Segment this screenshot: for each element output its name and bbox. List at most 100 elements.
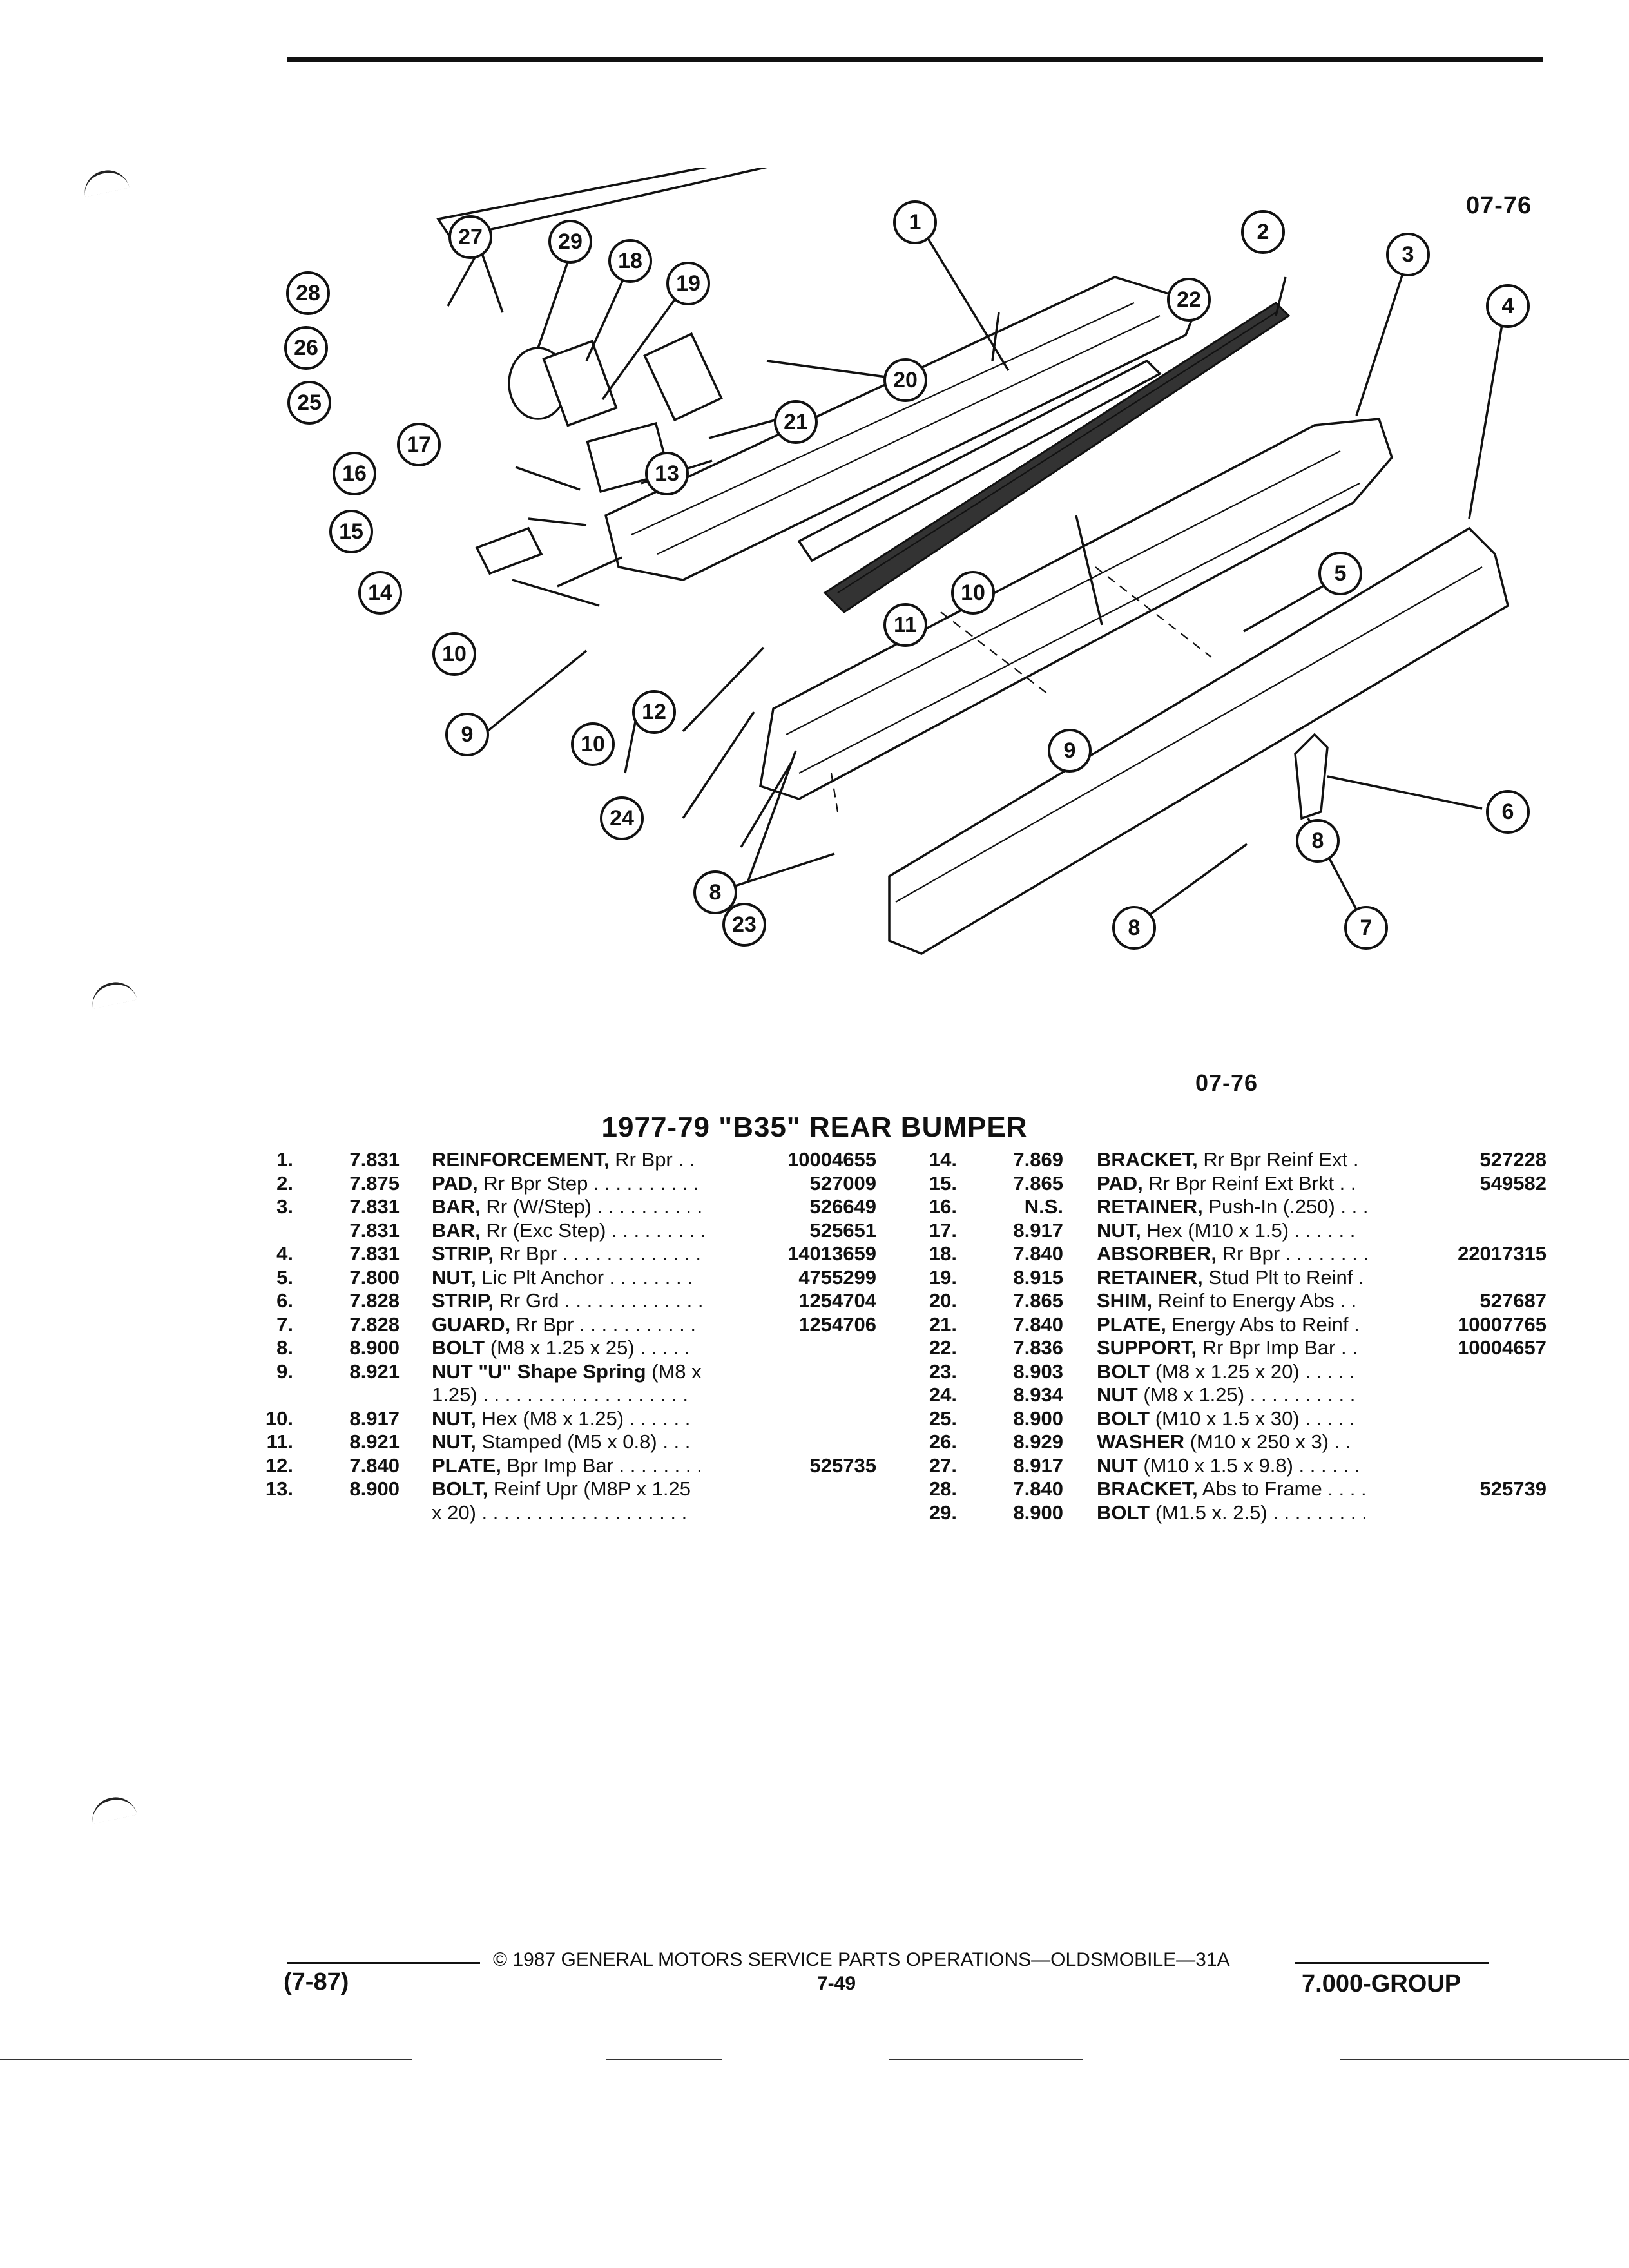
callout: 8	[693, 870, 737, 914]
page-title: 1977-79 "B35" REAR BUMPER	[601, 1111, 1028, 1143]
part-description: BOLT, Reinf Upr (M8P x 1.25	[432, 1477, 691, 1501]
svg-text:17: 17	[407, 432, 431, 457]
svg-text:18: 18	[618, 249, 642, 273]
part-name: BRACKET,	[1097, 1148, 1198, 1171]
group-number: 7.840	[1013, 1477, 1063, 1500]
part-index: 2.	[276, 1171, 293, 1195]
part-name: PAD,	[432, 1171, 478, 1195]
svg-text:26: 26	[294, 336, 318, 360]
part-index: 23.	[929, 1360, 957, 1383]
svg-text:23: 23	[732, 912, 757, 937]
group-number: 7.831	[349, 1242, 400, 1265]
part-desc-text: Rr Bpr Reinf Ext .	[1197, 1148, 1359, 1171]
group-number: 8.900	[349, 1336, 400, 1359]
part-index: 13.	[265, 1477, 293, 1500]
callout: 25	[287, 381, 331, 425]
callout: 8	[1296, 819, 1340, 863]
group-number: 7.800	[349, 1265, 400, 1289]
part-desc-text: Abs to Frame . . . .	[1197, 1477, 1367, 1500]
part-number: 14013659	[787, 1242, 876, 1265]
part-index: 8.	[276, 1336, 293, 1359]
group-number: 8.921	[349, 1360, 400, 1383]
svg-text:10: 10	[581, 732, 605, 756]
margin-mark	[81, 166, 130, 197]
part-description: BAR, Rr (Exc Step) . . . . . . . . .	[432, 1219, 706, 1243]
part-index: 21.	[929, 1312, 957, 1336]
callout: 3	[1386, 233, 1430, 276]
svg-text:27: 27	[458, 225, 483, 249]
part-number: 526649	[809, 1195, 876, 1218]
assembly-line	[830, 566, 1212, 812]
footer-page-number: 7-49	[817, 1973, 856, 1994]
part-desc-text: Hex (M8 x 1.25) . . . . . .	[476, 1407, 691, 1430]
callout: 19	[666, 262, 710, 305]
svg-text:28: 28	[296, 281, 320, 305]
exploded-parts-diagram: 1 2 3 4 5 6 7 8 8 9 9 10 10 10 11 12 13 …	[284, 168, 1530, 955]
part-number: 4755299	[798, 1265, 876, 1289]
group-number: 8.900	[1013, 1501, 1063, 1524]
part-desc-text: Stud Plt to Reinf .	[1202, 1265, 1364, 1289]
part-index: 1.	[276, 1148, 293, 1171]
part-description: RETAINER, Push-In (.250) . . .	[1097, 1195, 1368, 1219]
part-description: STRIP, Rr Grd . . . . . . . . . . . . .	[432, 1289, 703, 1313]
group-number: 8.915	[1013, 1265, 1063, 1289]
callout: 8	[1112, 906, 1156, 950]
svg-text:8: 8	[1312, 829, 1324, 853]
svg-text:20: 20	[893, 368, 918, 392]
callout: 16	[333, 452, 376, 495]
callout: 28	[286, 271, 330, 315]
rear-bar-detail	[786, 450, 1360, 774]
part-description: PAD, Rr Bpr Reinf Ext Brkt . .	[1097, 1172, 1356, 1196]
svg-text:21: 21	[784, 410, 808, 434]
svg-text:13: 13	[655, 461, 679, 486]
margin-mark	[88, 1793, 137, 1824]
part-name: NUT "U" Shape Spring	[432, 1360, 646, 1383]
svg-text:11: 11	[894, 613, 917, 637]
part-index: 10.	[265, 1407, 293, 1430]
callout: 24	[600, 796, 644, 840]
part-desc-text: Reinf to Energy Abs . .	[1152, 1289, 1357, 1312]
parts-row: x 20) . . . . . . . . . . . . . . . . . …	[258, 1501, 876, 1525]
part-description: BRACKET, Rr Bpr Reinf Ext .	[1097, 1148, 1359, 1172]
part-description: NUT, Lic Plt Anchor . . . . . . . .	[432, 1266, 693, 1290]
margin-mark	[88, 978, 137, 1009]
footer-copyright: © 1987 GENERAL MOTORS SERVICE PARTS OPER…	[493, 1949, 1230, 1970]
part-name: BOLT	[1097, 1407, 1150, 1430]
scan-artifact	[606, 2059, 722, 2060]
part-desc-text: Rr (Exc Step) . . . . . . . . .	[480, 1218, 706, 1242]
part-desc-text: (M10 x 1.5 x 9.8) . . . . . .	[1137, 1454, 1360, 1477]
part-number: 525651	[809, 1218, 876, 1242]
svg-text:25: 25	[297, 390, 322, 415]
part-number: 10004657	[1458, 1336, 1547, 1359]
part-desc-text: Rr Bpr . . . . . . . . . . .	[510, 1312, 696, 1336]
footer-group: 7.000-GROUP	[1302, 1970, 1461, 1997]
scan-artifact	[889, 2059, 1083, 2060]
part-index: 11.	[266, 1430, 293, 1453]
part-desc-text: Rr Bpr . .	[609, 1148, 695, 1171]
part-name: BOLT	[1097, 1360, 1150, 1383]
part-name: BRACKET,	[1097, 1477, 1198, 1500]
svg-text:15: 15	[339, 519, 363, 544]
svg-text:19: 19	[676, 271, 700, 296]
part-name: REINFORCEMENT,	[432, 1148, 610, 1171]
part-description: BOLT (M10 x 1.5 x 30) . . . . .	[1097, 1407, 1355, 1431]
part-index: 6.	[276, 1289, 293, 1312]
callout: 1	[893, 200, 937, 244]
part-name: GUARD,	[432, 1312, 511, 1336]
part-index: 25.	[929, 1407, 957, 1430]
shim	[643, 332, 723, 422]
part-name: BOLT	[432, 1336, 485, 1359]
part-desc-text: (M10 x 1.5 x 30) . . . . .	[1150, 1407, 1355, 1430]
callout: 15	[329, 510, 373, 553]
part-name: RETAINER,	[1097, 1195, 1203, 1218]
part-number: 1254704	[798, 1289, 876, 1312]
